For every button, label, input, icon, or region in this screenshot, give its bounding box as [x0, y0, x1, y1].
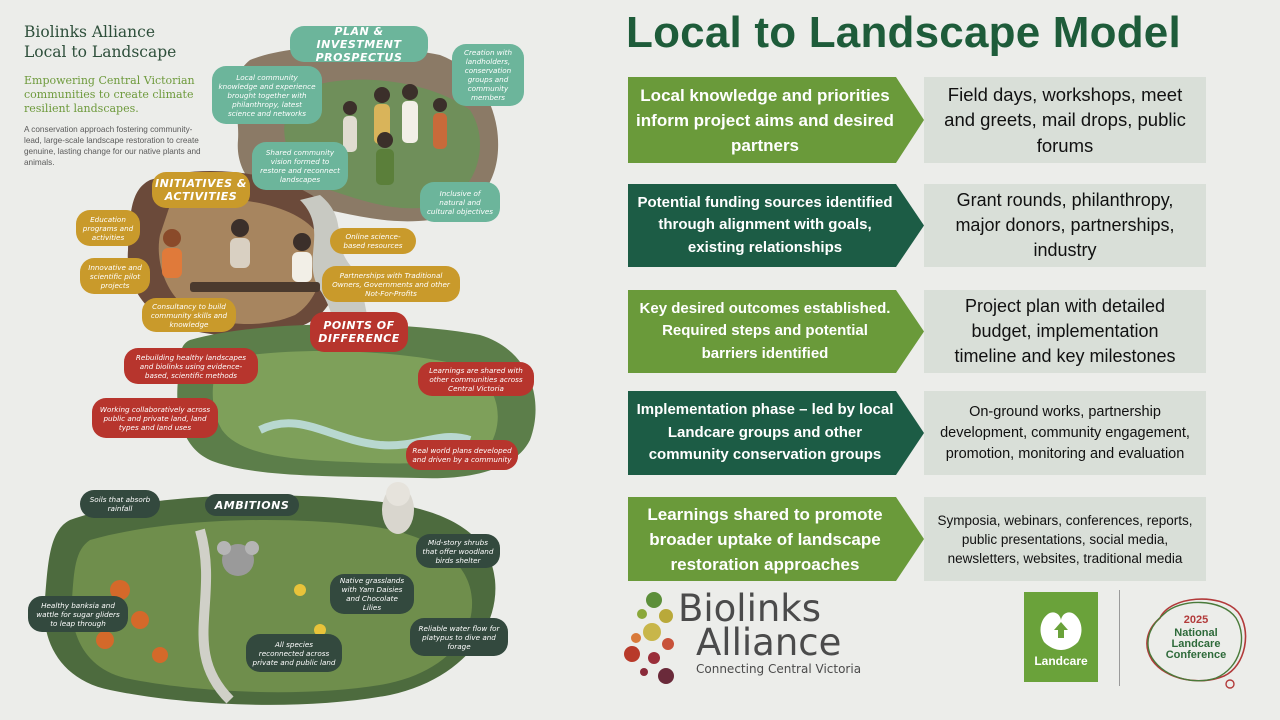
logo-divider	[1119, 590, 1120, 686]
illustration: PLAN & INVESTMENT PROSPECTUS INITIATIVES…	[0, 0, 600, 720]
bubble-real-world: Real world plans developed and driven by…	[406, 440, 518, 470]
bubble-education: Education programs and activities	[76, 210, 140, 246]
biolinks-subtitle: Connecting Central Victoria	[696, 662, 862, 676]
intro-title-line1: Biolinks Alliance	[24, 23, 155, 41]
bubble-mid-story: Mid-story shrubs that offer woodland bir…	[416, 534, 500, 568]
biolinks-word: Biolinks	[678, 587, 822, 630]
intro-tagline: Empowering Central Victorian communities…	[24, 74, 195, 115]
intro-title: Biolinks Alliance Local to Landscape	[24, 22, 204, 62]
intro-panel: Biolinks Alliance Local to Landscape Emp…	[24, 22, 204, 168]
bubble-working: Working collaboratively across public an…	[92, 398, 218, 438]
bubble-innovative: Innovative and scientific pilot projects	[80, 258, 150, 294]
row-description: Field days, workshops, meet and greets, …	[924, 77, 1206, 163]
bubble-local-knowledge: Local community knowledge and experience…	[212, 66, 322, 124]
bubble-creation: Creation with landholders, conservation …	[452, 44, 524, 106]
conference-loop-icon	[1146, 598, 1247, 689]
bubble-partnerships: Partnerships with Traditional Owners, Go…	[322, 266, 460, 302]
row-step: Learnings shared to promote broader upta…	[628, 497, 924, 581]
bubble-all-species: All species reconnected across private a…	[246, 634, 342, 672]
bubble-soils: Soils that absorb rainfall	[80, 490, 160, 518]
row-step: Potential funding sources identified thr…	[628, 184, 924, 267]
initiatives-heading: INITIATIVES & ACTIVITIES	[152, 172, 250, 208]
main-title: Local to Landscape Model	[626, 8, 1181, 57]
bubble-online: Online science-based resources	[330, 228, 416, 254]
row-step: Implementation phase – led by local Land…	[628, 391, 924, 475]
biolinks-dots-icon	[624, 592, 674, 684]
bubble-learnings: Learnings are shared with other communit…	[418, 362, 534, 396]
bubble-consultancy: Consultancy to build community skills an…	[142, 298, 236, 332]
model-row: Local knowledge and priorities inform pr…	[628, 77, 1206, 163]
conference-line1: National	[1174, 627, 1218, 639]
row-description: Project plan with detailed budget, imple…	[924, 290, 1206, 373]
alliance-word: Alliance	[696, 621, 842, 664]
model-row: Implementation phase – led by local Land…	[628, 391, 1206, 475]
row-step: Local knowledge and priorities inform pr…	[628, 77, 924, 163]
conference-line2: Landcare	[1171, 638, 1221, 650]
points-heading: POINTS OF DIFFERENCE	[310, 312, 408, 352]
row-description: Grant rounds, philanthropy, major donors…	[924, 184, 1206, 267]
intro-title-line2: Local to Landscape	[24, 43, 177, 61]
bubble-inclusive: Inclusive of natural and cultural object…	[420, 182, 500, 222]
landcare-hands-icon	[1040, 612, 1082, 650]
conference-logo: 2025 National Landcare Conference	[1140, 588, 1252, 692]
model-row: Potential funding sources identified thr…	[628, 184, 1206, 267]
ambitions-heading: AMBITIONS	[205, 494, 299, 516]
bubble-rebuilding: Rebuilding healthy landscapes and biolin…	[124, 348, 258, 384]
conference-line3: Conference	[1165, 649, 1227, 661]
intro-description: A conservation approach fostering commun…	[24, 125, 201, 167]
bubble-native-grass: Native grasslands with Yam Daisies and C…	[330, 574, 414, 614]
model-row: Key desired outcomes established. Requir…	[628, 290, 1206, 373]
bubble-healthy-banksia: Healthy banksia and wattle for sugar gli…	[28, 596, 128, 632]
biolinks-logo: Biolinks Alliance Connecting Central Vic…	[622, 588, 872, 688]
landcare-logo: Landcare	[1024, 592, 1098, 682]
plan-investment-heading: PLAN & INVESTMENT PROSPECTUS	[290, 25, 428, 64]
bubble-reliable-water: Reliable water flow for platypus to dive…	[410, 618, 508, 656]
row-description: Symposia, webinars, conferences, reports…	[924, 497, 1206, 581]
row-description: On-ground works, partnership development…	[924, 391, 1206, 475]
row-step: Key desired outcomes established. Requir…	[628, 290, 924, 373]
conference-name: National Landcare Conference	[1140, 628, 1252, 661]
model-row: Learnings shared to promote broader upta…	[628, 497, 1206, 581]
bubble-shared-vision: Shared community vision formed to restor…	[252, 142, 348, 190]
landcare-label: Landcare	[1034, 654, 1088, 668]
conference-year: 2025	[1183, 614, 1209, 626]
